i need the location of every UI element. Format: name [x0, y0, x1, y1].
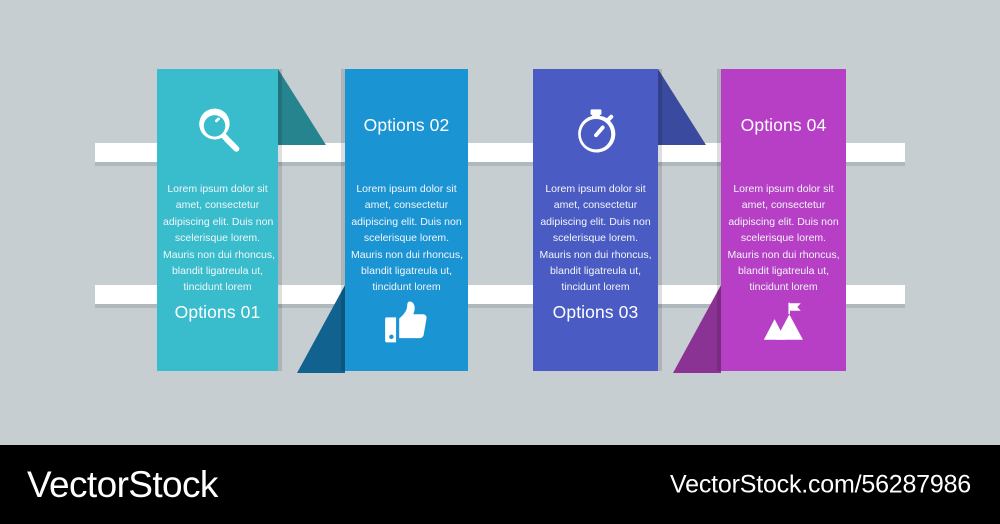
panel-body-line: scelerisque lorem.	[174, 232, 261, 245]
panel-body-line: scelerisque lorem.	[740, 232, 827, 245]
panel-body-line: tincidunt lorem	[183, 281, 252, 294]
thumbs-up-icon	[345, 287, 468, 357]
panel-body-line: adipiscing elit. Duis non	[540, 215, 651, 228]
ribbon-shadow-bottom	[95, 304, 905, 308]
panel-shadow-edge	[278, 69, 282, 371]
panel-body-line: Mauris non dui rhoncus,	[163, 248, 276, 261]
panel-body-line: amet, consectetur	[364, 199, 449, 212]
panel-body-line: adipiscing elit. Duis non	[728, 215, 839, 228]
mountain-flag-icon	[721, 287, 846, 357]
panel-body-line: tincidunt lorem	[561, 281, 630, 294]
panel-04[interactable]: Options 04 Lorem ipsum dolor sit amet, con…	[717, 69, 846, 371]
panel-body-line: tincidunt lorem	[749, 281, 818, 294]
artboard: Options 01 Lorem ipsum dolor sit amet, con…	[95, 69, 905, 373]
fold-panel-01	[278, 69, 326, 145]
ribbon-bottom	[95, 285, 905, 304]
panel-body-line: amet, consectetur	[175, 199, 260, 212]
panel-title: Options 03	[552, 302, 639, 322]
ribbon-top	[95, 143, 905, 162]
panel-body-line: Mauris non dui rhoncus,	[351, 248, 464, 261]
panel-body-line: blandit ligatreula ut,	[171, 265, 264, 278]
footer-brand-label: VectorStock	[27, 463, 218, 505]
panel-title: Options 01	[174, 302, 261, 322]
panel-body-line: scelerisque lorem.	[363, 232, 450, 245]
panel-body-line: Lorem ipsum dolor sit	[167, 183, 268, 195]
fold-panel-02	[297, 285, 345, 373]
panel-body-line: tincidunt lorem	[372, 281, 441, 294]
panel-02[interactable]: Options 02 Lorem ipsum dolor sit amet, con…	[341, 69, 468, 371]
magnifier-icon	[157, 97, 278, 167]
panel-body-line: scelerisque lorem.	[552, 232, 639, 245]
panel-body-text: Lorem ipsum dolor sit amet, consectetur ad…	[533, 181, 658, 296]
panel-body-line: amet, consectetur	[553, 199, 638, 212]
panel-body-line: amet, consectetur	[741, 199, 826, 212]
ribbon-shadow-top	[95, 162, 905, 166]
panel-title: Options 02	[363, 115, 450, 135]
footer-bar: VectorStock VectorStock.com/56287986	[0, 445, 1000, 524]
panel-01[interactable]: Options 01 Lorem ipsum dolor sit amet, con…	[157, 69, 282, 371]
panel-body-line: blandit ligatreula ut,	[549, 265, 642, 278]
fold-panel-03	[658, 69, 706, 145]
panel-body-line: Mauris non dui rhoncus,	[727, 248, 840, 261]
panel-body-text: Lorem ipsum dolor sit amet, consectetur ad…	[721, 181, 846, 296]
panel-body-line: blandit ligatreula ut,	[737, 265, 830, 278]
panel-body-line: adipiscing elit. Duis non	[163, 215, 274, 228]
panel-body-line: Mauris non dui rhoncus,	[539, 248, 652, 261]
panel-shadow-edge	[658, 69, 662, 371]
panel-body-text: Lorem ipsum dolor sit amet, consectetur ad…	[157, 181, 278, 296]
fold-panel-04	[673, 285, 721, 373]
panel-shadow-edge	[341, 69, 345, 371]
panel-body-line: Lorem ipsum dolor sit	[545, 183, 646, 195]
footer-url-label: VectorStock.com/56287986	[670, 470, 971, 498]
panel-body-line: Lorem ipsum dolor sit	[356, 183, 457, 195]
panel-title: Options 04	[740, 115, 827, 135]
panel-body-line: adipiscing elit. Duis non	[351, 215, 462, 228]
stopwatch-icon	[533, 97, 658, 167]
panel-body-line: Lorem ipsum dolor sit	[733, 183, 834, 195]
panel-03[interactable]: Options 03 Lorem ipsum dolor sit amet, con…	[533, 69, 662, 371]
panel-shadow-edge	[717, 69, 721, 371]
panel-body-line: blandit ligatreula ut,	[360, 265, 453, 278]
panel-body-text: Lorem ipsum dolor sit amet, consectetur ad…	[345, 181, 468, 296]
